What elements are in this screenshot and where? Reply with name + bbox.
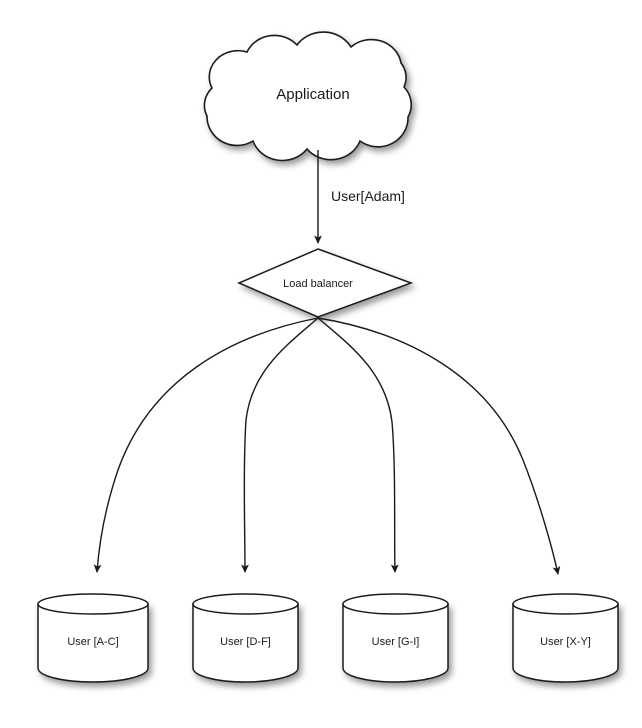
node-database-0[interactable]: User [A-C]: [37, 593, 149, 683]
edge-line-balancer-db-1: [241, 317, 319, 574]
cloud-label: Application: [276, 86, 349, 103]
database-label-3: User [X-Y]: [540, 636, 591, 648]
cylinder-body-3: [512, 603, 619, 683]
node-application-cloud[interactable]: Application: [203, 31, 413, 162]
cylinder-body-2: [342, 603, 449, 683]
edge-balancer-to-db-1: [241, 317, 319, 574]
cylinder-top-0: [37, 593, 149, 615]
node-database-3[interactable]: User [X-Y]: [512, 593, 619, 683]
edge-line-balancer-db-0: [93, 317, 319, 574]
edge-balancer-to-db-3: [317, 317, 561, 576]
cylinder-top-1: [192, 593, 299, 615]
node-load-balancer-diamond[interactable]: Load balancer: [237, 248, 414, 318]
database-label-2: User [G-I]: [372, 636, 420, 648]
cylinder-body-0: [37, 603, 149, 683]
edge-line-balancer-db-3: [317, 317, 561, 576]
edge-balancer-to-db-2: [317, 317, 399, 574]
diamond-label: Load balancer: [283, 278, 353, 290]
edge-application-to-balancer: User[Adam]: [314, 150, 405, 245]
node-database-2[interactable]: User [G-I]: [342, 593, 449, 683]
edge-label-user-adam: User[Adam]: [331, 188, 405, 204]
database-label-0: User [A-C]: [67, 636, 118, 648]
edge-line-balancer-db-2: [317, 317, 399, 574]
cylinder-top-2: [342, 593, 449, 615]
cylinder-top-3: [512, 593, 619, 615]
node-database-1[interactable]: User [D-F]: [192, 593, 299, 683]
edge-balancer-to-db-0: [93, 317, 319, 574]
diamond-shape: [237, 248, 414, 318]
cloud-shape: [203, 31, 413, 162]
database-label-1: User [D-F]: [220, 636, 271, 648]
cylinder-body-1: [192, 603, 299, 683]
